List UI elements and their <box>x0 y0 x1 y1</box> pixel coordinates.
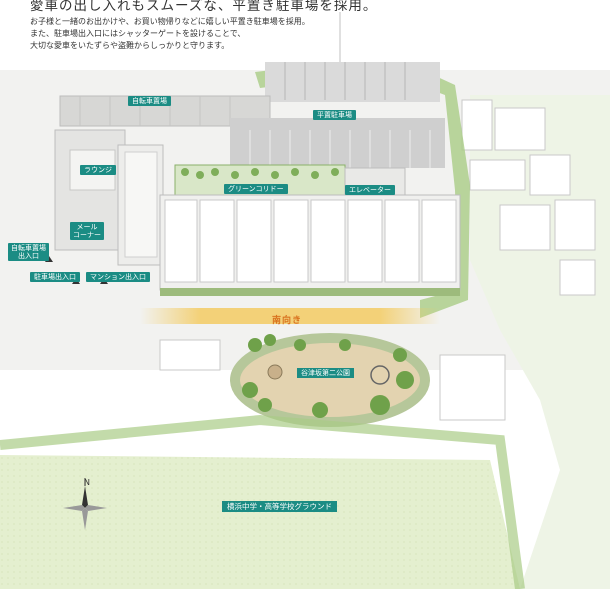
label-elevator: エレベーター <box>345 185 395 195</box>
south-facing-band <box>140 308 440 324</box>
school-ground <box>0 455 520 589</box>
unit-blocks <box>164 199 457 283</box>
playground-disc <box>370 365 390 385</box>
site-greenery <box>255 62 470 318</box>
label-mail-corner: メール コーナー <box>70 222 104 240</box>
label-school-ground: 横浜中学・高等学校グラウンド <box>222 501 337 512</box>
label-south-facing: 南向き <box>272 316 303 326</box>
label-bicycle-entrance-line-1: 自転車置場 <box>11 244 46 252</box>
label-green-corridor: グリーンコリドー <box>224 184 288 194</box>
label-flat-parking: 平置駐車場 <box>313 110 356 120</box>
compass-rose <box>63 478 107 530</box>
description-line-2: また、駐車場出入口にはシャッターゲートを設けることで、 <box>30 29 246 38</box>
compass-north-label: N <box>84 478 90 487</box>
label-mansion-entrance: マンション出入口 <box>86 272 150 282</box>
upper-lot <box>265 62 440 102</box>
label-park: 谷津坂第二公園 <box>297 368 354 378</box>
label-bicycle-parking: 自転車置場 <box>128 96 171 106</box>
label-bicycle-entrance: 自転車置場 出入口 <box>8 243 49 261</box>
parking-stalls <box>249 130 431 168</box>
label-parking-entrance: 駐車場出入口 <box>30 272 80 282</box>
label-lounge: ラウンジ <box>80 165 116 175</box>
description-line-1: お子様と一緒のお出かけや、お買い物帰りなどに嬉しい平置き駐車場を採用。 <box>30 17 310 26</box>
description: お子様と一緒のお出かけや、お買い物帰りなどに嬉しい平置き駐車場を採用。 また、駐… <box>30 16 360 52</box>
label-bicycle-entrance-line-2: 出入口 <box>18 252 39 260</box>
label-mail-corner-line-1: メール <box>76 223 98 231</box>
neighbor-buildings <box>159 99 596 421</box>
park-trees <box>242 334 414 418</box>
description-line-3: 大切な愛車をいたずらや盗難からしっかりと守ります。 <box>30 41 230 50</box>
headline: 愛車の出し入れもスムーズな、平置き駐車場を採用。 <box>30 0 378 14</box>
flat-parking-lot <box>230 118 445 168</box>
label-mail-corner-line-2: コーナー <box>73 231 101 239</box>
parking-stalls-top <box>284 62 406 100</box>
